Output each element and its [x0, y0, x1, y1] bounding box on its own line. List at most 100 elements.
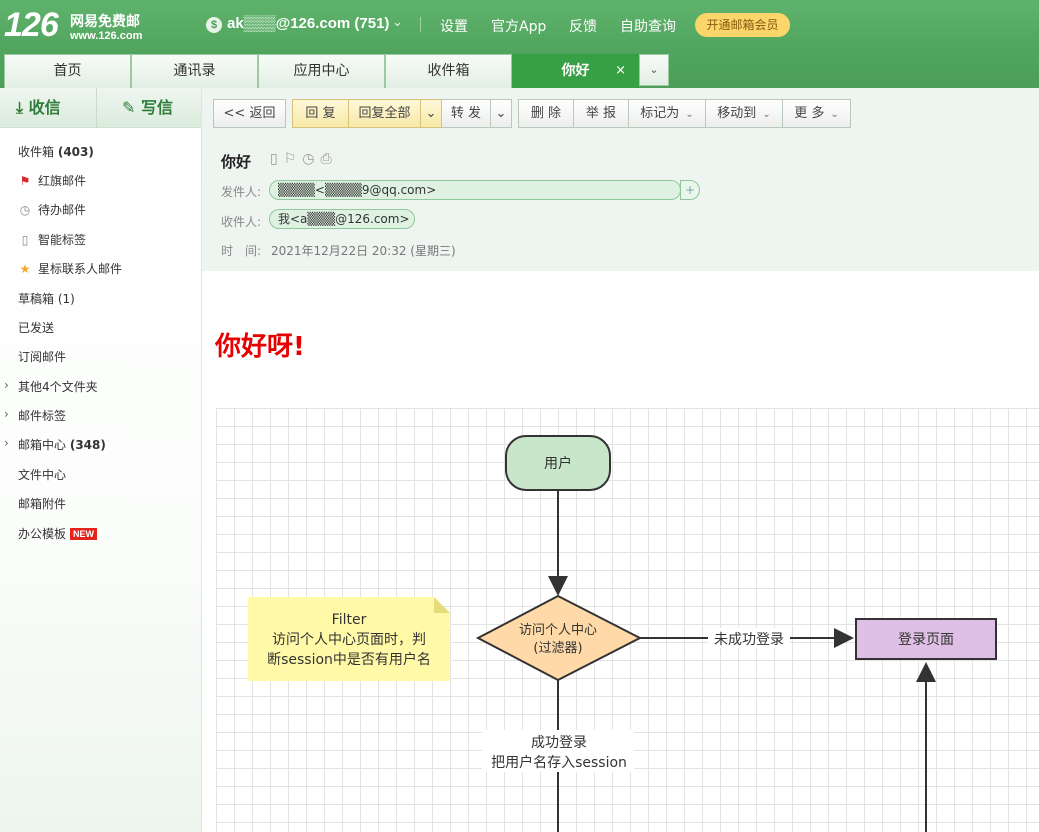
delete-button[interactable]: 删 除 — [518, 99, 574, 128]
official-app-link[interactable]: 官方App — [491, 19, 547, 35]
from-label: 发件人: — [221, 185, 262, 199]
settings-link[interactable]: 设置 — [440, 19, 468, 35]
sidebar-item-label: 邮件标签 — [18, 409, 67, 423]
login-page-node — [855, 618, 997, 660]
write-button[interactable]: ✎ 写信 — [122, 88, 173, 128]
sidebar-item-smart-tags[interactable]: ▯智能标签 — [18, 231, 86, 248]
reply-button[interactable]: 回 复 — [292, 99, 349, 128]
flowchart-image: 用户 Filter 访问个人中心页面时，判 断session中是否有用户名 访问… — [216, 408, 1039, 832]
self-service-link[interactable]: 自助查询 — [620, 19, 676, 35]
account-name[interactable]: ak▒▒▒@126.com (751) — [227, 15, 390, 32]
sidebar-item-label: 智能标签 — [38, 233, 87, 247]
sidebar-item-other-folders[interactable]: 其他4个文件夹 — [18, 378, 98, 395]
bookmark-icon[interactable]: ▯ — [270, 151, 284, 167]
star-icon: ★ — [19, 262, 31, 276]
chevron-down-icon: ⌄ — [685, 109, 694, 120]
user-node-label: 用户 — [544, 455, 572, 472]
note-fold — [434, 597, 450, 613]
move-to-button[interactable]: 移动到 ⌄ — [705, 99, 783, 128]
note-title: Filter — [332, 612, 367, 628]
feedback-link[interactable]: 反馈 — [569, 19, 597, 35]
more-label: 更 多 — [794, 106, 825, 121]
chevron-right-icon[interactable]: › — [4, 407, 9, 421]
reply-options-chevron-icon[interactable]: ⌄ — [420, 99, 442, 128]
sidebar-item-mail-center[interactable]: 邮箱中心 (348) — [18, 436, 106, 453]
edge-label-success-2: 把用户名存入session — [491, 754, 627, 771]
sidebar-item-attachments[interactable]: 邮箱附件 — [18, 495, 66, 512]
sidebar-item-label: 已发送 — [18, 321, 55, 335]
sidebar-item-label: 文件中心 — [18, 468, 67, 482]
to-label: 收件人: — [221, 215, 262, 229]
divider — [96, 88, 97, 128]
clock-icon[interactable]: ◷ — [302, 151, 321, 167]
write-label: 写信 — [140, 98, 173, 117]
sidebar-item-label: 收件箱 — [18, 145, 55, 159]
tab-inbox[interactable]: 收件箱 — [385, 54, 512, 88]
logo[interactable]: 126 — [4, 6, 59, 44]
subject-actions: ▯⚐◷⎙ — [270, 151, 338, 167]
sidebar-item-mail-tags[interactable]: 邮件标签 — [18, 407, 66, 424]
back-button[interactable]: << 返回 — [213, 99, 286, 128]
move-to-label: 移动到 — [717, 106, 757, 121]
unread-count: (403) — [57, 145, 94, 159]
edit-icon: ✎ — [122, 98, 136, 117]
tab-more-icon[interactable]: ⌄ — [639, 54, 669, 86]
mail-subject: 你好 — [221, 153, 252, 171]
print-icon[interactable]: ⎙ — [320, 151, 338, 167]
sent-time: 2021年12月22日 20:32 (星期三) — [271, 244, 456, 258]
sidebar-item-subscriptions[interactable]: 订阅邮件 — [18, 348, 66, 365]
time-label: 时 间: — [221, 244, 262, 258]
sidebar-item-drafts[interactable]: 草稿箱 (1) — [18, 290, 75, 307]
sidebar-item-label: 邮箱附件 — [18, 497, 67, 511]
reply-all-button[interactable]: 回复全部 — [348, 99, 421, 128]
coin-icon[interactable]: $ — [206, 17, 222, 33]
sidebar-item-label: 办公模板 — [18, 527, 67, 541]
flag-icon[interactable]: ⚐ — [283, 151, 303, 167]
chevron-right-icon[interactable]: › — [4, 436, 9, 450]
sidebar-item-todo[interactable]: ◷待办邮件 — [18, 201, 86, 218]
red-flag-icon: ⚑ — [19, 174, 31, 188]
tab-bar: 首页 通讯录 应用中心 收件箱 你好 × ⌄ — [0, 52, 1039, 88]
login-page-label: 登录页面 — [898, 632, 954, 648]
new-badge: NEW — [70, 528, 98, 540]
compose-row: ⤓ 收信 ✎ 写信 — [0, 88, 201, 128]
receive-button[interactable]: ⤓ 收信 — [16, 88, 61, 128]
sidebar-item-inbox[interactable]: 收件箱 (403) — [18, 143, 94, 160]
tab-home[interactable]: 首页 — [4, 54, 131, 88]
divider — [420, 17, 421, 32]
sidebar-item-flagged[interactable]: ⚑红旗邮件 — [18, 172, 86, 189]
sidebar-item-label: 订阅邮件 — [18, 350, 67, 364]
chevron-right-icon[interactable]: › — [4, 378, 9, 392]
more-button[interactable]: 更 多⌄ — [782, 99, 851, 128]
sidebar-item-label: 星标联系人邮件 — [38, 262, 123, 276]
edge-label-success-1: 成功登录 — [531, 735, 587, 751]
add-contact-icon[interactable]: + — [680, 180, 700, 200]
close-icon[interactable]: × — [615, 63, 626, 78]
chevron-down-icon[interactable]: ⌄ — [392, 15, 403, 30]
draft-count: (1) — [57, 292, 75, 306]
flowchart: 用户 Filter 访问个人中心页面时，判 断session中是否有用户名 访问… — [248, 435, 997, 832]
forward-button[interactable]: 转 发 — [441, 99, 491, 128]
recipient-pill[interactable]: 我<a▒▒▒@126.com> — [269, 209, 415, 229]
forward-options-chevron-icon[interactable]: ⌄ — [490, 99, 512, 128]
sender-pill[interactable]: ▒▒▒▒<▒▒▒▒9@qq.com> — [269, 180, 681, 200]
sidebar-item-sent[interactable]: 已发送 — [18, 319, 54, 336]
report-button[interactable]: 举 报 — [573, 99, 629, 128]
logo-url: www.126.com — [70, 30, 143, 42]
edge-label-bg — [482, 730, 634, 772]
open-vip-button[interactable]: 开通邮箱会员 — [695, 13, 790, 37]
edge-label-not-logged-in: 未成功登录 — [714, 632, 784, 648]
sidebar-item-label: 待办邮件 — [38, 203, 87, 217]
mail-body-text: 你好呀! — [215, 332, 305, 362]
edge-label-bg — [708, 628, 790, 648]
receive-label: 收信 — [28, 98, 61, 117]
mark-as-button[interactable]: 标记为⌄ — [628, 99, 706, 128]
sidebar-item-label: 邮箱中心 — [18, 438, 67, 452]
sidebar-item-starred-contacts[interactable]: ★ 星标联系人邮件 — [18, 260, 122, 277]
chevron-down-icon: ⌄ — [762, 109, 771, 120]
tab-contacts[interactable]: 通讯录 — [131, 54, 258, 88]
tab-current-mail[interactable]: 你好 × — [512, 54, 639, 88]
tab-app-center[interactable]: 应用中心 — [258, 54, 385, 88]
sidebar-item-file-center[interactable]: 文件中心 — [18, 466, 66, 483]
